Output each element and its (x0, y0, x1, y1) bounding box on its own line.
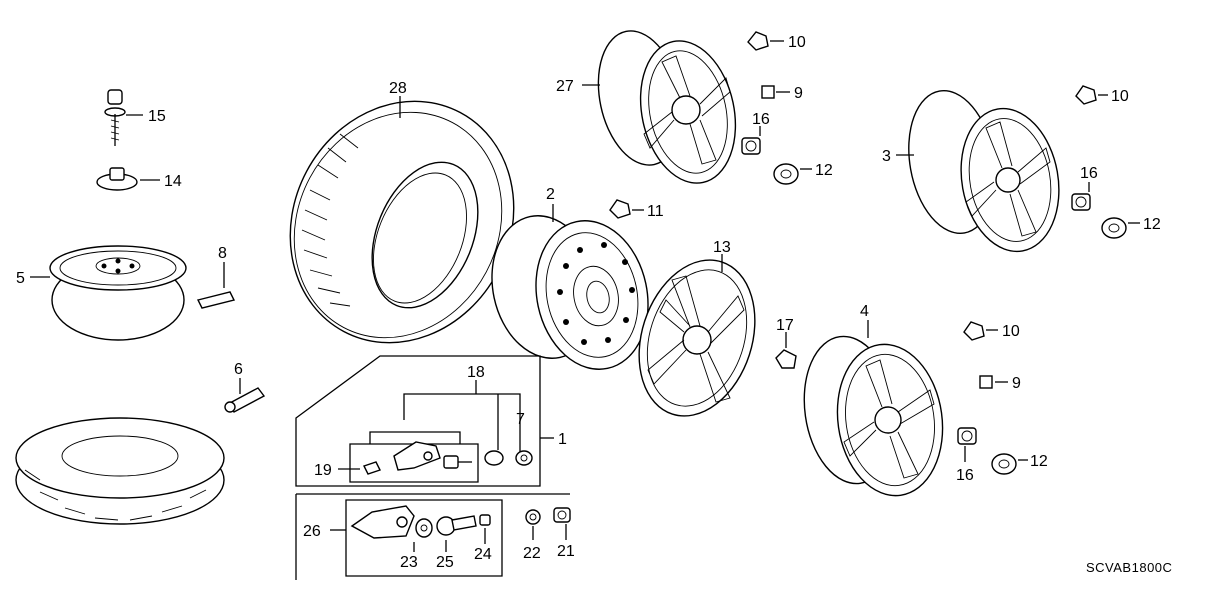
lock-nut-12c-icon[interactable] (991, 453, 1017, 475)
callout-24: 24 (474, 546, 492, 563)
callout-7: 7 (516, 411, 525, 428)
wheel-cover-13-icon[interactable] (620, 245, 774, 431)
clip-10c-icon[interactable] (963, 321, 985, 341)
callout-12b: 12 (1143, 216, 1161, 233)
callout-12a: 12 (815, 162, 833, 179)
diagram-code: SCVAB1800C (1086, 560, 1172, 575)
callout-6: 6 (234, 361, 243, 378)
lock-nut-12a-icon[interactable] (773, 163, 799, 185)
valve-6-icon[interactable] (224, 387, 266, 413)
spare-tire-icon[interactable] (15, 417, 225, 525)
callout-12c: 12 (1030, 453, 1048, 470)
lug-nut-16a-icon[interactable] (741, 137, 761, 155)
callout-17: 17 (776, 317, 794, 334)
callout-1: 1 (558, 431, 567, 448)
alloy-wheel-3-icon[interactable] (898, 84, 1070, 259)
clip-11-icon[interactable] (609, 199, 631, 219)
callout-26: 26 (303, 523, 321, 540)
clip-17-icon[interactable] (775, 349, 797, 369)
clip-10b-icon[interactable] (1075, 85, 1097, 105)
callout-23: 23 (400, 554, 418, 571)
lock-nut-12b-icon[interactable] (1101, 217, 1127, 239)
sensor-kit-box (295, 493, 570, 580)
callout-10b: 10 (1111, 88, 1129, 105)
callout-28: 28 (389, 80, 407, 97)
callout-25: 25 (436, 554, 454, 571)
nut-14-icon[interactable] (96, 167, 138, 191)
label-8-icon[interactable] (196, 291, 236, 309)
callout-8: 8 (218, 245, 227, 262)
callout-5: 5 (16, 270, 25, 287)
callout-16b: 16 (1080, 165, 1098, 182)
callout-21: 21 (557, 543, 575, 560)
valve-25-icon[interactable] (436, 515, 477, 536)
washer-21-icon[interactable] (553, 507, 571, 523)
callout-14: 14 (164, 173, 182, 190)
callout-9b: 9 (1012, 375, 1021, 392)
clip-10a-icon[interactable] (747, 31, 769, 51)
callout-4: 4 (860, 303, 869, 320)
tpms-sensor-26-icon[interactable] (350, 505, 415, 539)
callout-16a: 16 (752, 111, 770, 128)
tpms-sensor-kit-icon[interactable] (363, 441, 533, 475)
spare-wheel-5-icon[interactable] (49, 245, 187, 341)
callout-3: 3 (882, 148, 891, 165)
bolt-15-icon[interactable] (104, 89, 126, 146)
alloy-wheel-4-icon[interactable] (795, 330, 952, 502)
callout-9a: 9 (794, 85, 803, 102)
callout-18: 18 (467, 364, 485, 381)
clip-9b-icon[interactable] (979, 375, 993, 389)
callout-27: 27 (556, 78, 574, 95)
callout-16c: 16 (956, 467, 974, 484)
lug-nut-16b-icon[interactable] (1071, 193, 1091, 211)
grommet-23-icon[interactable] (415, 518, 433, 538)
steel-wheel-2-icon[interactable] (479, 206, 661, 380)
tire-28-icon[interactable] (248, 62, 555, 382)
lug-nut-16c-icon[interactable] (957, 427, 977, 445)
callout-10c: 10 (1002, 323, 1020, 340)
callout-22: 22 (523, 545, 541, 562)
clip-9a-icon[interactable] (761, 85, 775, 99)
callout-13: 13 (713, 239, 731, 256)
callout-11: 11 (647, 203, 664, 220)
nut-22-icon[interactable] (525, 509, 541, 525)
cap-24-icon[interactable] (479, 514, 491, 526)
callout-19: 19 (314, 462, 332, 479)
callout-10a: 10 (788, 34, 806, 51)
callout-15: 15 (148, 108, 166, 125)
alloy-wheel-27-icon[interactable] (587, 23, 748, 192)
callout-2: 2 (546, 186, 555, 203)
